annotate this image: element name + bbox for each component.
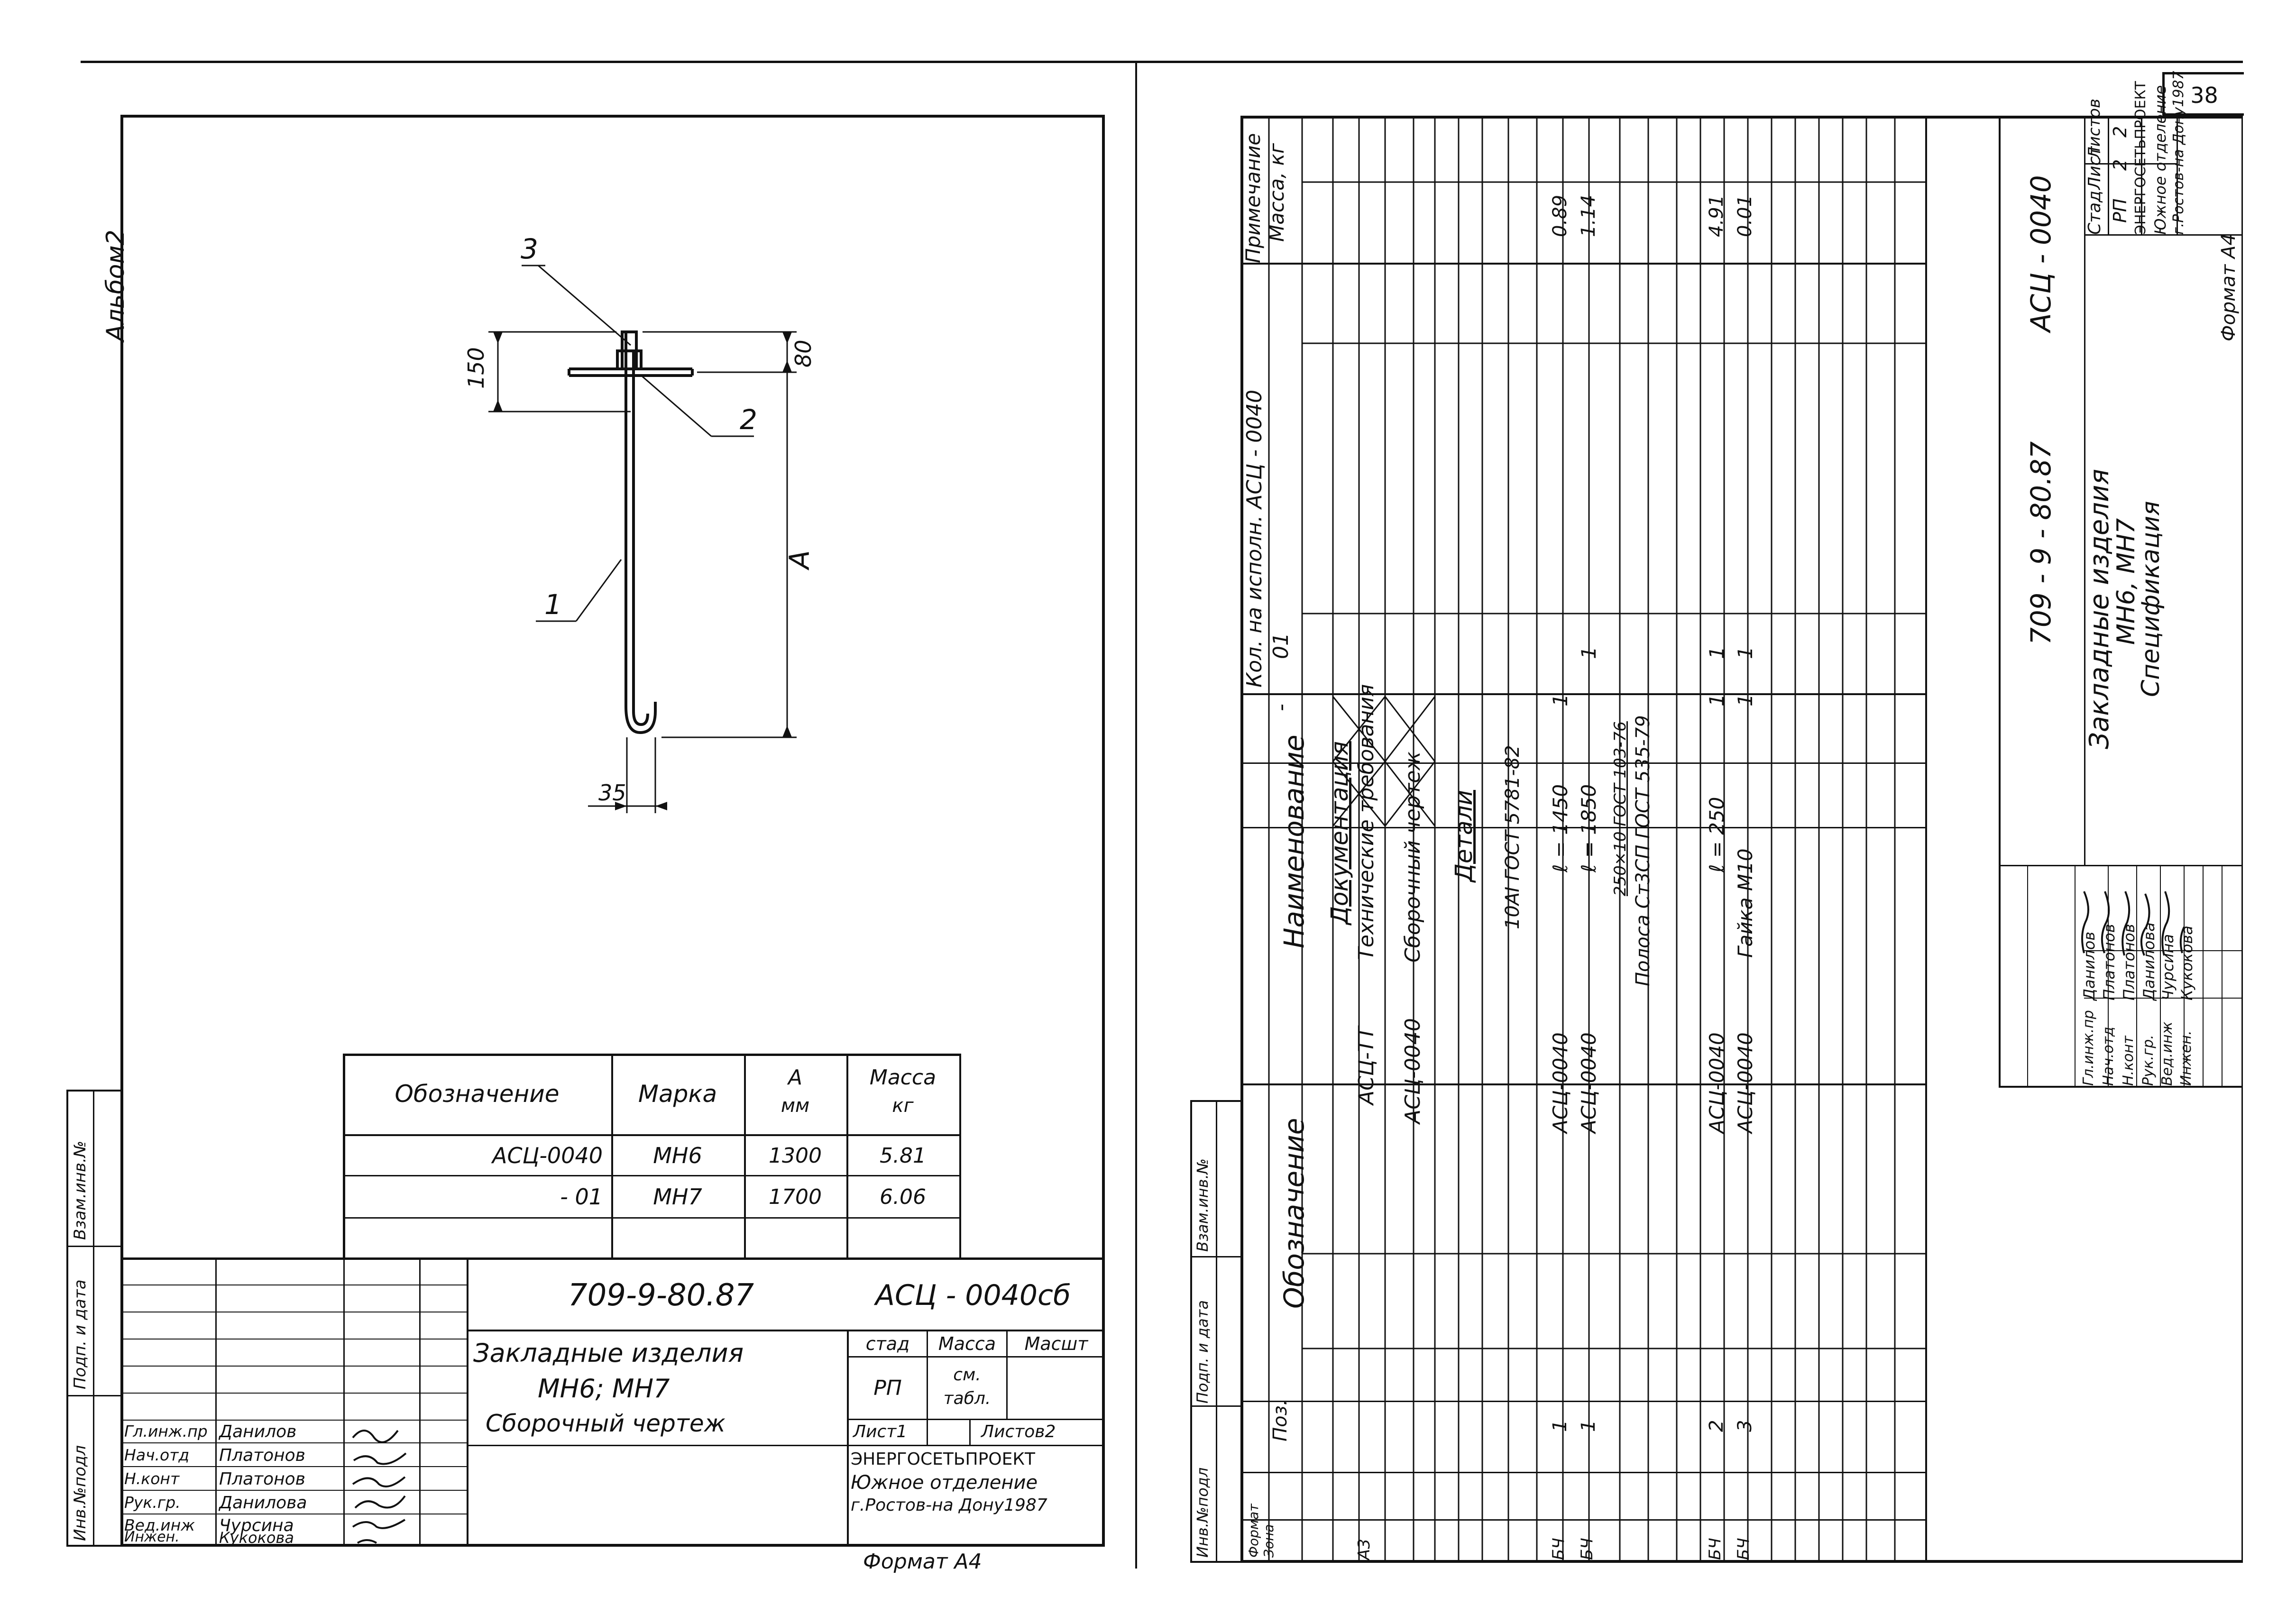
th-mass-bot: кг bbox=[892, 1095, 914, 1117]
rtb-h-stage: Стад bbox=[2085, 190, 2104, 235]
signer-role-1: Гл.инж.пр bbox=[124, 1422, 208, 1440]
marks-table: Обозначение Марка А мм Масса кг АСЦ-0040… bbox=[343, 1054, 961, 1257]
page-number: 38 bbox=[2190, 82, 2218, 108]
side-field-replace: Взам.инв.№ bbox=[71, 1140, 90, 1240]
dim-35: 35 bbox=[598, 780, 626, 806]
td-r2-designation: - 01 bbox=[560, 1184, 603, 1210]
th-mass-top: Масса bbox=[869, 1065, 937, 1090]
left-side-fields bbox=[66, 1090, 120, 1547]
dim-80: 80 bbox=[790, 339, 816, 367]
rtb-org-l2: Южное отделение bbox=[2151, 85, 2169, 235]
tb-org-l3: г.Ростов-на Дону1987 bbox=[851, 1496, 1047, 1515]
center-divider bbox=[1135, 61, 1137, 1569]
signer-role-6: Инжен. bbox=[124, 1529, 180, 1545]
left-frame-bottom bbox=[120, 1544, 1105, 1547]
td-r1-designation: АСЦ-0040 bbox=[492, 1143, 603, 1168]
rtb-doc-number: 709 - 9 - 80.87 bbox=[2025, 441, 2057, 645]
left-frame-right bbox=[1102, 115, 1105, 1547]
right-side-fields bbox=[1190, 1100, 1240, 1563]
callout-1: 1 bbox=[544, 588, 562, 621]
tb-doc-number: 709-9-80.87 bbox=[568, 1278, 754, 1313]
spec-row-lines bbox=[1268, 116, 1925, 1563]
tb-title-l1: Закладные изделия bbox=[473, 1338, 744, 1368]
rtb-org-l3: г.Ростов-на Дону1987 bbox=[2170, 71, 2187, 235]
tb-title-l2: МН6; МН7 bbox=[538, 1374, 670, 1404]
signer-role-5: Вед.инж bbox=[124, 1516, 195, 1534]
signer-name-3: Платонов bbox=[219, 1469, 305, 1489]
td-r1-a: 1300 bbox=[769, 1143, 822, 1168]
left-frame-left bbox=[120, 115, 123, 1547]
right-frame-top bbox=[1240, 116, 2243, 119]
signer-role-2: Нач.отд bbox=[124, 1446, 190, 1464]
na-cross-marks bbox=[1332, 696, 1436, 826]
th-designation: Обозначение bbox=[395, 1080, 560, 1108]
rtb-sheet: 2 bbox=[2110, 159, 2131, 171]
tb-mass-l2: табл. bbox=[943, 1388, 991, 1408]
signer-role-4: Рук.гр. bbox=[124, 1493, 181, 1512]
tb-h-mass: Масса bbox=[938, 1333, 996, 1354]
rtb-format: Формат А4 bbox=[2218, 233, 2240, 341]
tb-org-l2: Южное отделение bbox=[851, 1472, 1038, 1494]
tb-stage: РП bbox=[873, 1376, 902, 1400]
rsigner-role-1: Гл.инж.пр bbox=[2080, 1010, 2097, 1086]
rtb-title-l2: МН6, МН7 bbox=[2112, 518, 2140, 645]
right-side-field-replace: Взам.инв.№ bbox=[1194, 1158, 1212, 1252]
left-title-block: 709-9-80.87 АСЦ - 0040сб Закладные издел… bbox=[120, 1257, 1105, 1547]
rtb-org-l1: ЭНЕРГОСЕТЬПРОЕКТ bbox=[2132, 81, 2149, 235]
tb-org-l1: ЭНЕРГОСЕТЬПРОЕКТ bbox=[851, 1450, 1035, 1469]
rtb-sheets: 2 bbox=[2110, 126, 2131, 138]
rtb-title-l3: Спецификация bbox=[2137, 501, 2165, 697]
th-a-top: А bbox=[788, 1065, 803, 1090]
spec-table bbox=[1240, 116, 1927, 1563]
rtb-title-l1: Закладные изделия bbox=[2084, 468, 2115, 749]
td-r1-mass: 5.81 bbox=[880, 1143, 926, 1168]
left-frame-top bbox=[120, 115, 1105, 118]
left-format-label: Формат А4 bbox=[863, 1550, 982, 1574]
side-field-sign: Подп. и дата bbox=[71, 1279, 90, 1389]
right-frame-bottom bbox=[1240, 1560, 2243, 1563]
signer-name-2: Платонов bbox=[219, 1446, 305, 1465]
rtb-stage: РП bbox=[2110, 198, 2131, 223]
tb-mass-l1: см. bbox=[953, 1365, 981, 1385]
tb-h-stage: стад bbox=[865, 1333, 910, 1354]
signer-name-5: Чурсина bbox=[219, 1516, 294, 1535]
callout-3: 3 bbox=[521, 233, 538, 265]
tb-title-l3: Сборочный чертеж bbox=[486, 1410, 726, 1437]
page-number-box: 38 bbox=[2162, 72, 2244, 116]
assembly-drawing: 3 2 1 150 80 А 35 bbox=[463, 233, 816, 813]
right-frame-left bbox=[1240, 116, 1243, 1562]
album-label: Альбом2 bbox=[101, 229, 130, 341]
signer-role-3: Н.конт bbox=[124, 1469, 180, 1488]
tb-h-scale: Масшт bbox=[1024, 1333, 1088, 1354]
signer-name-6: Кукокова bbox=[219, 1529, 294, 1547]
rsigner-role-6: Инжен. bbox=[2178, 1030, 2195, 1086]
td-r2-a: 1700 bbox=[769, 1184, 822, 1209]
rtb-h-sheets: Листов bbox=[2085, 98, 2104, 159]
callout-2: 2 bbox=[740, 404, 757, 436]
rsigner-role-3: Н.конт bbox=[2120, 1036, 2137, 1086]
rsigner-role-2: Нач.отд bbox=[2100, 1027, 2117, 1086]
right-signature-scribbles bbox=[2081, 891, 2185, 956]
top-rule bbox=[81, 61, 2243, 63]
tb-sheet: Лист1 bbox=[853, 1422, 908, 1441]
right-side-field-sign: Подп. и дата bbox=[1194, 1300, 1212, 1404]
dim-a: А bbox=[783, 550, 816, 571]
tb-code: АСЦ - 0040сб bbox=[875, 1279, 1071, 1312]
rsigner-role-4: Рук.гр. bbox=[2140, 1035, 2157, 1086]
th-a-bot: мм bbox=[781, 1095, 810, 1117]
signer-name-4: Данилова bbox=[219, 1493, 307, 1513]
th-mark: Марка bbox=[638, 1080, 717, 1108]
rsigner-role-5: Вед.инж bbox=[2159, 1021, 2176, 1086]
side-field-inv: Инв.№подл bbox=[71, 1445, 90, 1541]
td-r1-mark: МН6 bbox=[653, 1143, 702, 1168]
signature-scribbles bbox=[352, 1430, 407, 1544]
signer-name-1: Данилов bbox=[219, 1422, 297, 1441]
dim-150: 150 bbox=[463, 347, 489, 389]
right-side-field-inv: Инв.№подл bbox=[1194, 1467, 1212, 1558]
td-r2-mass: 6.06 bbox=[880, 1184, 926, 1209]
tb-sheets: Листов2 bbox=[981, 1422, 1056, 1441]
rtb-code: АСЦ - 0040 bbox=[2025, 175, 2057, 332]
td-r2-mark: МН7 bbox=[653, 1184, 702, 1210]
right-title-block bbox=[1999, 116, 2243, 1563]
